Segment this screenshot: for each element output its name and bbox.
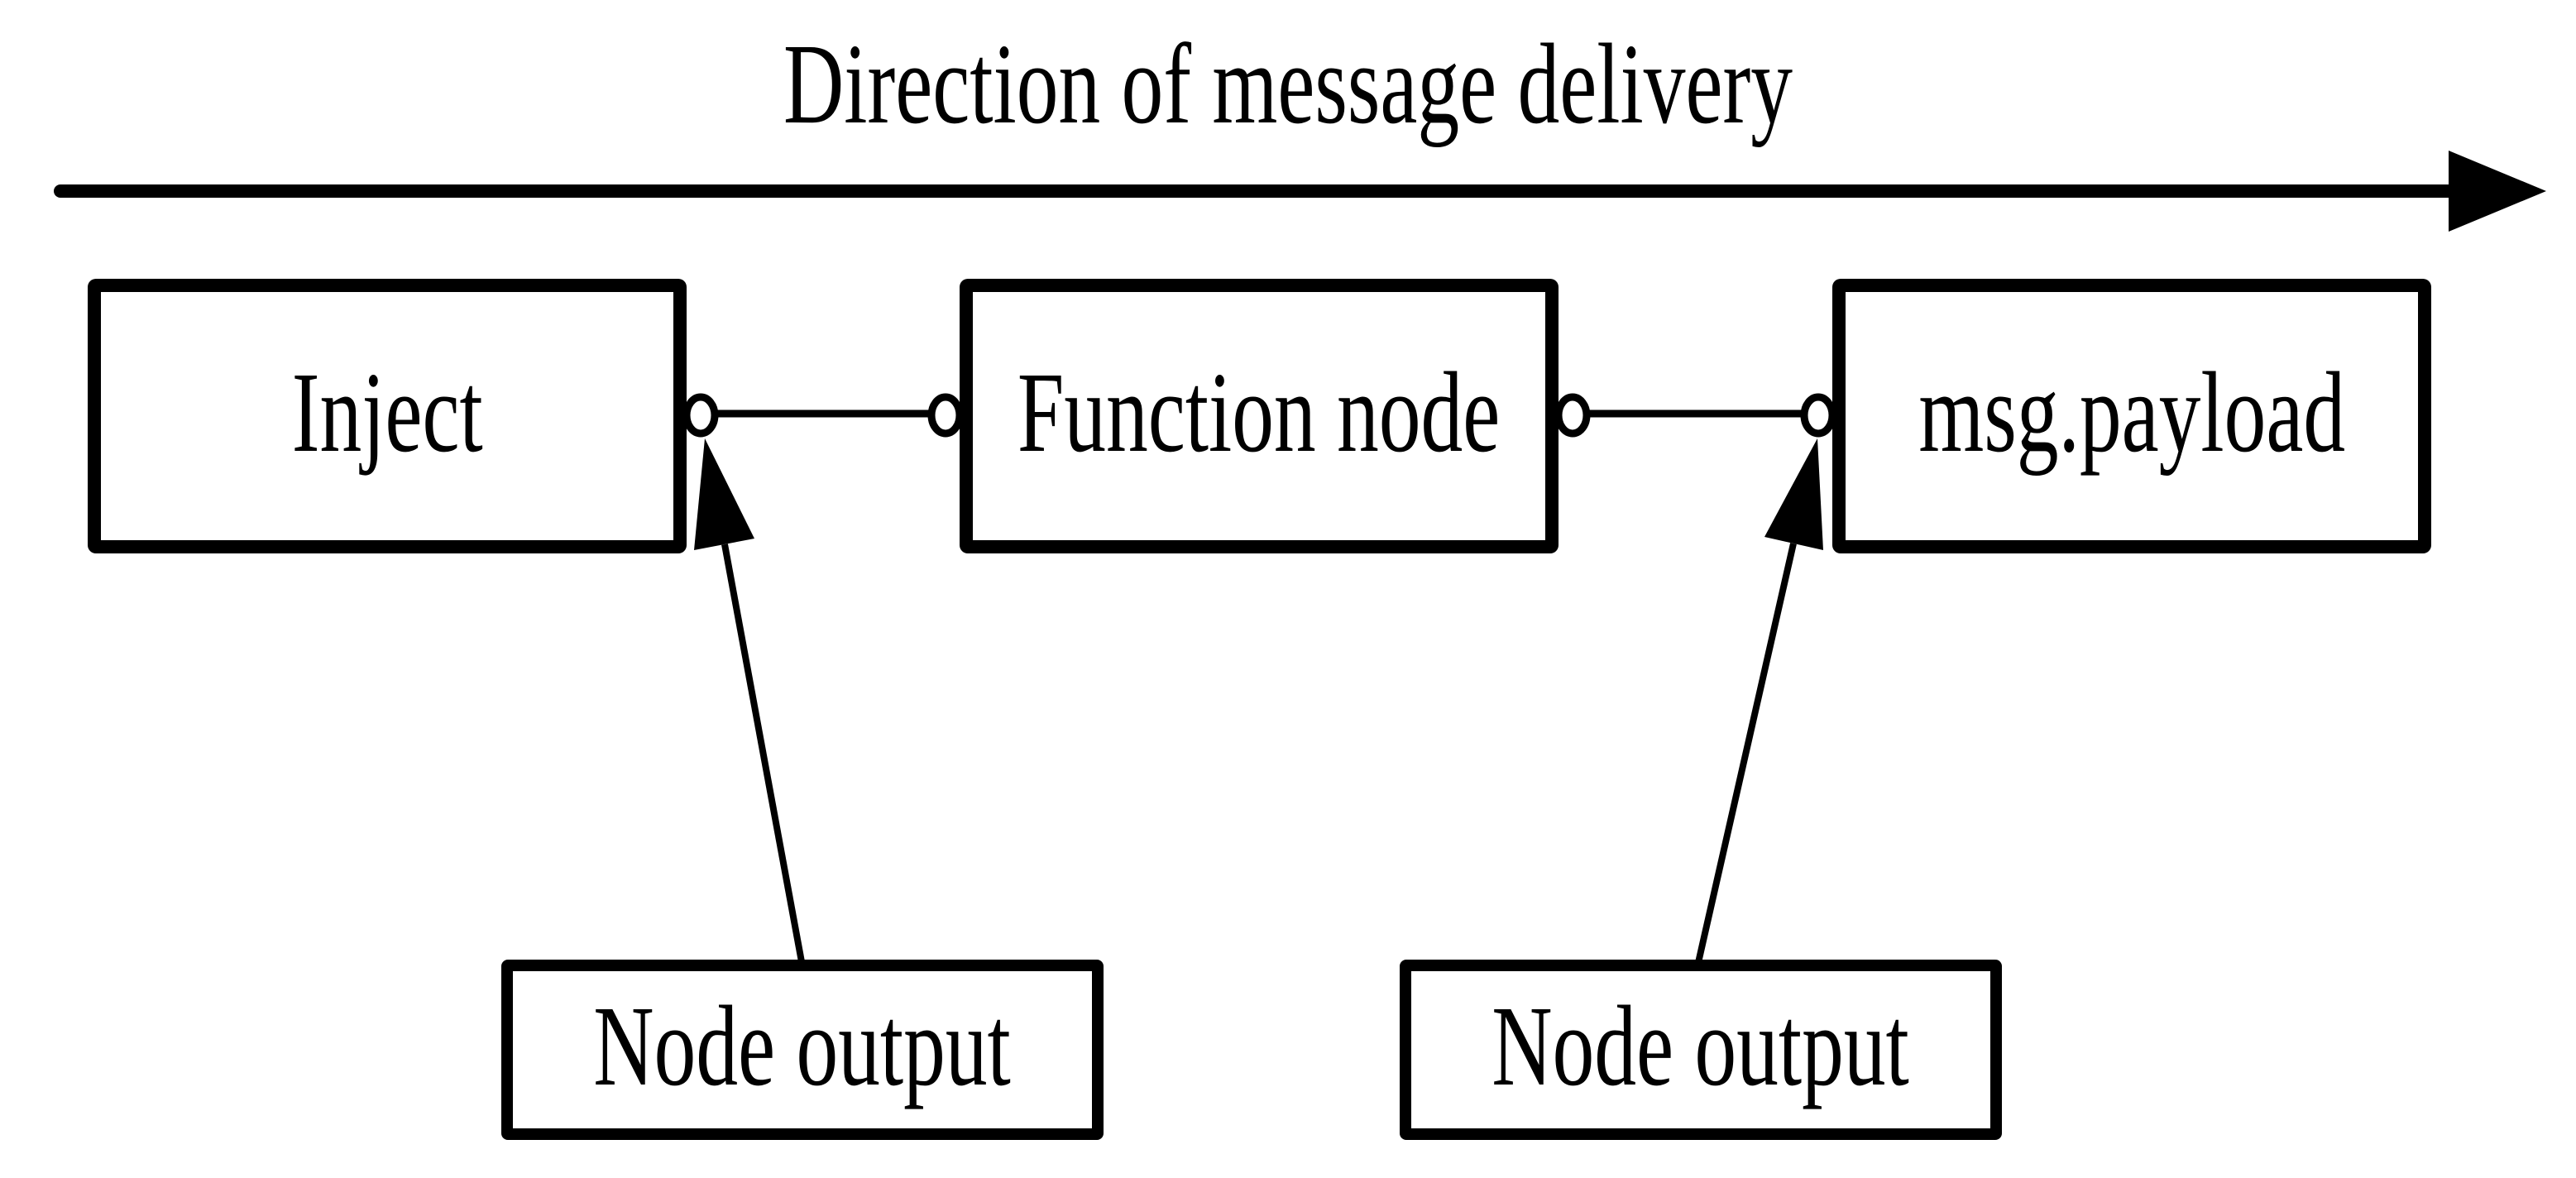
annotation-arrow-2-line: [1694, 543, 1797, 967]
node-box-function: Function node: [960, 279, 1559, 553]
annotation-arrow-2-head-icon: [1764, 438, 1823, 550]
node-box-msg-payload: msg.payload: [1832, 279, 2431, 553]
diagram-title: Direction of message delivery: [783, 21, 1793, 148]
node-label-inject: Inject: [291, 348, 483, 476]
function-output-port-icon: [1554, 393, 1591, 438]
function-input-port-icon: [927, 393, 964, 438]
node-label-msg-payload: msg.payload: [1918, 348, 2345, 476]
annotation-label-node-output-1: Node output: [593, 982, 1012, 1110]
msg-payload-input-port-icon: [1800, 393, 1836, 438]
annotation-box-node-output-2: Node output: [1400, 960, 2002, 1140]
node-box-inject: Inject: [88, 279, 687, 553]
annotation-label-node-output-2: Node output: [1491, 982, 1910, 1110]
annotation-arrow-1-line: [721, 544, 806, 967]
annotation-box-node-output-1: Node output: [501, 960, 1104, 1140]
direction-arrow-head-icon: [2449, 151, 2546, 232]
inject-output-port-icon: [682, 393, 719, 438]
annotation-arrow-1-head-icon: [694, 438, 754, 550]
node-label-function: Function node: [1017, 348, 1501, 476]
